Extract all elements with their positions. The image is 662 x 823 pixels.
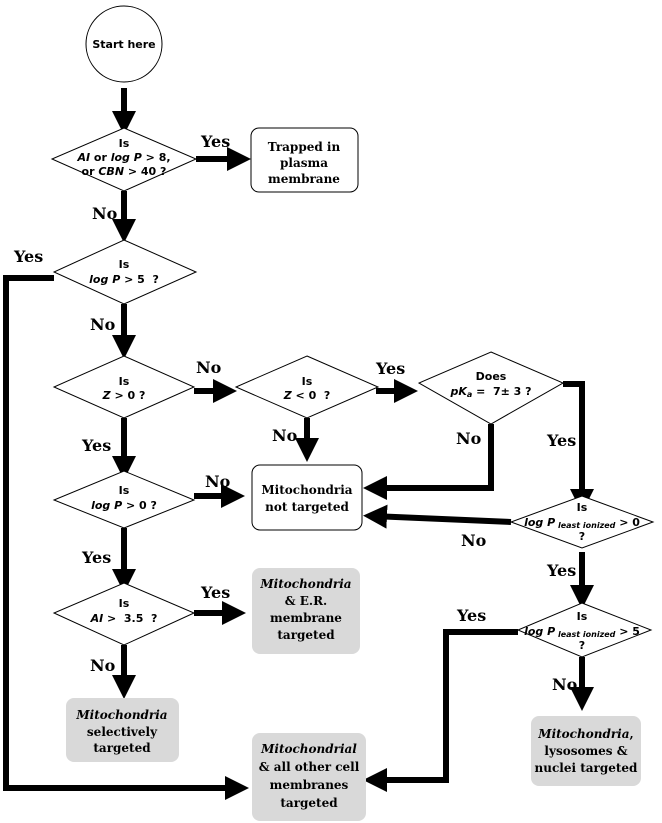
svg-text:log P > 0 ?: log P > 0 ? — [91, 499, 157, 512]
label-yes: Yes — [81, 548, 111, 567]
outcome-lysosomes-nuclei: Mitochondria, lysosomes & nuclei targete… — [531, 716, 641, 786]
outcome-not-targeted: Mitochondria not targeted — [251, 464, 363, 531]
label-no: No — [205, 472, 231, 491]
svg-text:or CBN > 40 ?: or CBN > 40 ? — [82, 165, 167, 178]
label-no: No — [552, 675, 578, 694]
svg-text:targeted: targeted — [280, 796, 338, 810]
connectors — [3, 88, 594, 800]
svg-text:& E.R.: & E.R. — [285, 594, 328, 608]
decision-d2: Is log P > 5 ? — [52, 239, 198, 305]
label-yes: Yes — [546, 431, 576, 450]
svg-text:log P least ionized > 0: log P least ionized > 0 — [524, 516, 640, 530]
decision-d6: Is log P > 0 ? — [52, 470, 196, 529]
svg-text:nuclei targeted: nuclei targeted — [535, 761, 639, 775]
svg-text:Z < 0 ?: Z < 0 ? — [283, 389, 331, 402]
start-node: Start here — [85, 5, 163, 83]
arrow-d2-to-allmembranes — [3, 275, 249, 800]
svg-text:membrane: membrane — [268, 172, 340, 186]
arrow-d7-to-nottargeted — [363, 504, 512, 529]
label-no: No — [461, 531, 487, 550]
svg-text:Is: Is — [119, 258, 130, 271]
label-no: No — [456, 429, 482, 448]
svg-text:?: ? — [579, 639, 585, 652]
svg-text:membranes: membranes — [270, 778, 349, 792]
svg-text:Z > 0 ?: Z > 0 ? — [102, 389, 146, 402]
outcome-er-targeted: Mitochondria & E.R. membrane targeted — [252, 568, 360, 654]
edge-labels: Yes No Yes No No Yes No No Yes Yes No No… — [13, 132, 578, 694]
label-no: No — [272, 426, 298, 445]
svg-text:Mitochondria: Mitochondria — [259, 577, 351, 591]
svg-text:Is: Is — [577, 610, 588, 623]
label-yes: Yes — [200, 583, 230, 602]
svg-text:Is: Is — [302, 375, 313, 388]
start-label: Start here — [92, 38, 155, 51]
svg-text:Mitochondria: Mitochondria — [75, 708, 167, 722]
svg-text:Mitochondria,: Mitochondria, — [537, 727, 633, 741]
label-yes: Yes — [375, 359, 405, 378]
svg-text:not targeted: not targeted — [265, 500, 349, 514]
arrow-d5-to-nottargeted — [363, 424, 494, 500]
outcome-trapped: Trapped in plasma membrane — [250, 127, 359, 193]
svg-text:pKa = 7± 3 ?: pKa = 7± 3 ? — [449, 385, 531, 399]
arrow-d9-to-allmembranes — [363, 629, 518, 792]
svg-text:targeted: targeted — [277, 628, 335, 642]
svg-text:AI > 3.5 ?: AI > 3.5 ? — [90, 612, 158, 625]
svg-text:& all other cell: & all other cell — [259, 760, 360, 774]
label-no: No — [92, 204, 118, 223]
svg-text:Trapped in: Trapped in — [268, 140, 341, 154]
label-yes: Yes — [81, 436, 111, 455]
svg-text:targeted: targeted — [93, 741, 151, 755]
outcome-selectively-targeted: Mitochondria selectively targeted — [66, 698, 179, 762]
svg-text:Is: Is — [119, 597, 130, 610]
label-no: No — [90, 656, 116, 675]
svg-text:log P least ionized > 5: log P least ionized > 5 — [524, 625, 640, 639]
svg-text:AI or log P > 8,: AI or log P > 8, — [76, 151, 170, 164]
decision-d7: Is log P least ionized > 0 ? — [509, 495, 655, 549]
svg-text:lysosomes &: lysosomes & — [544, 744, 627, 758]
decision-d8: Is AI > 3.5 ? — [52, 582, 196, 646]
decision-d4: Is Z < 0 ? — [234, 355, 380, 419]
svg-text:Mitochondrial: Mitochondrial — [260, 742, 357, 756]
svg-text:Is: Is — [119, 375, 130, 388]
label-no: No — [196, 358, 222, 377]
svg-text:Does: Does — [476, 370, 507, 383]
outcome-all-membranes: Mitochondrial & all other cell membranes… — [252, 733, 366, 821]
label-no: No — [90, 315, 116, 334]
label-yes: Yes — [200, 132, 230, 151]
svg-text:?: ? — [579, 530, 585, 543]
svg-text:log P > 5 ?: log P > 5 ? — [89, 273, 159, 286]
svg-text:Mitochondria: Mitochondria — [261, 483, 352, 497]
label-yes: Yes — [456, 606, 486, 625]
label-yes: Yes — [546, 561, 576, 580]
svg-text:Is: Is — [577, 501, 588, 514]
svg-text:selectively: selectively — [87, 725, 158, 739]
svg-text:plasma: plasma — [280, 156, 328, 170]
decision-d5: Does pKa = 7± 3 ? — [417, 351, 565, 425]
svg-text:membrane: membrane — [270, 611, 342, 625]
decision-d3: Is Z > 0 ? — [52, 355, 196, 419]
decision-d1: Is AI or log P > 8, or CBN > 40 ? — [50, 127, 198, 192]
decision-d9: Is log P least ionized > 5 ? — [516, 602, 653, 658]
label-yes: Yes — [13, 247, 43, 266]
svg-text:Is: Is — [119, 484, 130, 497]
svg-text:Is: Is — [119, 137, 130, 150]
arrow-d5-to-d7 — [563, 381, 594, 513]
